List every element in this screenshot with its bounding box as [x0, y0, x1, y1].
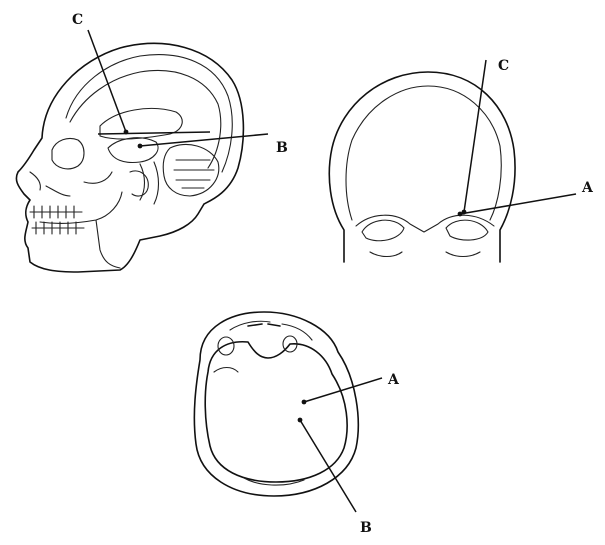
axial-label-a: A: [387, 372, 400, 388]
axial-frontal-sinus: [248, 324, 280, 326]
lateral-label-c: C: [72, 12, 83, 28]
coronal-point-a: [458, 212, 463, 217]
lateral-inner-table: [66, 55, 232, 172]
lateral-head-view: C B: [16, 12, 288, 272]
lateral-brainstem: [140, 162, 159, 204]
lateral-pointer-extra: [98, 132, 210, 134]
coronal-right-orbit: [446, 220, 488, 240]
lateral-label-b: B: [276, 140, 288, 156]
axial-label-b: B: [360, 520, 372, 536]
lateral-nasal-region: [30, 172, 112, 196]
coronal-head-view: C A: [329, 58, 594, 262]
lateral-ear: [130, 171, 148, 196]
axial-outer-skull: [194, 312, 358, 496]
coronal-label-a: A: [581, 180, 594, 196]
coronal-pointer-a: [460, 194, 576, 214]
coronal-cheek-right: [446, 252, 480, 257]
lateral-cerebellum-folia: [174, 160, 214, 188]
lateral-upper-teeth: [30, 206, 82, 218]
axial-left-orbit: [218, 337, 234, 355]
coronal-inner-skull: [346, 86, 501, 220]
axial-head-view: A B: [194, 312, 400, 536]
lateral-thalamus: [108, 138, 158, 163]
axial-point-a: [302, 400, 307, 405]
lateral-brain-outline: [70, 70, 221, 168]
coronal-cheek-left: [370, 252, 402, 257]
coronal-pointer-c: [464, 60, 486, 212]
axial-point-b: [298, 418, 303, 423]
lateral-pointer-c: [88, 30, 126, 132]
lateral-orbit: [52, 138, 84, 168]
lateral-point-b: [138, 144, 143, 149]
coronal-label-c: C: [498, 58, 509, 74]
coronal-brow-ridge: [356, 215, 494, 232]
coronal-left-orbit: [362, 220, 404, 241]
lateral-skull-outline: [16, 43, 243, 272]
axial-left-temporal: [214, 368, 238, 373]
axial-inner-skull: [205, 342, 347, 482]
